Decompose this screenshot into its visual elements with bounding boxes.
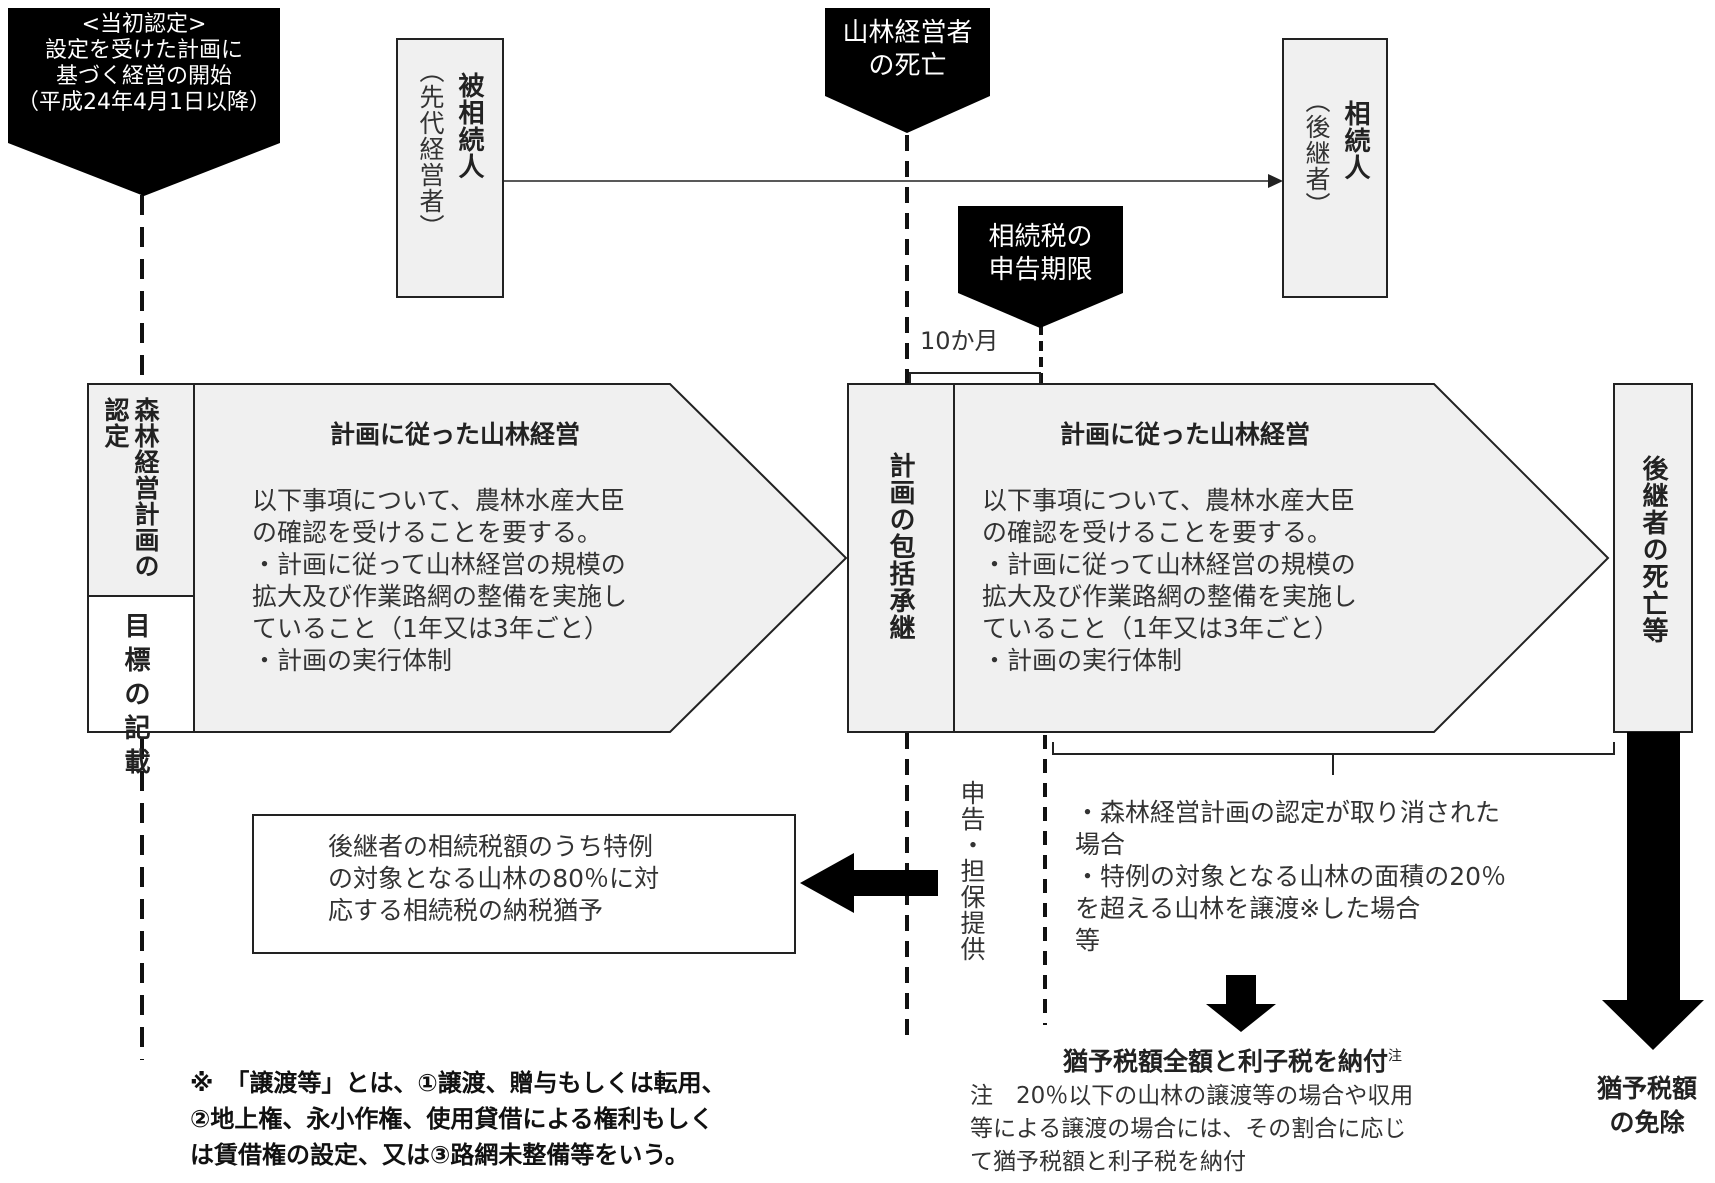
heir-label: 相続人 xyxy=(1340,100,1370,181)
decedent-box xyxy=(396,38,504,298)
payment-arrow xyxy=(1206,975,1276,1032)
left-cert-text: 森林経営計画の認定 xyxy=(101,397,160,579)
succession-box xyxy=(847,383,955,733)
exemption-arrow xyxy=(1602,732,1704,1050)
period-label: 10か月 xyxy=(920,327,999,355)
left-goal-box xyxy=(87,595,195,733)
decedent-sub-label: （先代経営者） xyxy=(416,58,445,240)
left-plan-body: 以下事項について、農林水産大臣 の確認を受けることを要する。 ・計画に従って山林… xyxy=(252,486,628,675)
heir-box xyxy=(1282,38,1388,298)
deadline-marker xyxy=(958,206,1123,328)
payment-note-mark: 注 xyxy=(1388,1048,1403,1065)
decedent-label: 被相続人 xyxy=(454,72,484,180)
deferral-box xyxy=(252,814,796,954)
conditions-text: ・森林経営計画の認定が取り消された 場合 ・特例の対象となる山林の面積の20％ … xyxy=(1075,798,1507,955)
heir-death-label: 後継者の死亡等 xyxy=(1638,455,1668,644)
left-goal-label: 目標の記載 xyxy=(124,612,152,778)
succession-label: 計画の包括承継 xyxy=(885,452,915,641)
heir-death-box xyxy=(1613,383,1693,733)
payment-label-text: 猶予税額全額と利子税を納付 xyxy=(1063,1047,1389,1076)
heir-sub-label: （後継者） xyxy=(1302,88,1331,218)
deferral-arrow xyxy=(800,853,938,913)
exemption-label: 猶予税額 の免除 xyxy=(1596,1074,1697,1137)
deadline-label: 相続税の 申告期限 xyxy=(988,222,1093,285)
payment-label: 猶予税額全額と利子税を納付注 xyxy=(1063,1042,1402,1078)
death-marker xyxy=(825,8,990,133)
left-cert-label: 森林経営計画の認定 xyxy=(100,397,160,593)
footnote: ※ 「譲渡等」とは、①譲渡、贈与もしくは転用、 ②地上権、永小作権、使用貸借によ… xyxy=(190,1069,726,1169)
filing-label: 申告・担保提供 xyxy=(957,780,986,962)
left-plan-title: 計画に従った山林経営 xyxy=(330,420,581,449)
conditions-brace xyxy=(1052,742,1615,775)
initial-cert-label: <当初認定> 設定を受けた計画に 基づく経営の開始 （平成24年4月1日以降） xyxy=(17,12,271,115)
right-plan-title: 計画に従った山林経営 xyxy=(1060,420,1311,449)
right-plan-body: 以下事項について、農林水産大臣 の確認を受けることを要する。 ・計画に従って山林… xyxy=(982,486,1358,675)
period-bracket xyxy=(909,372,1041,384)
death-label: 山林経営者 の死亡 xyxy=(842,18,973,81)
initial-cert-marker xyxy=(8,8,280,196)
succession-arrowhead xyxy=(1268,174,1283,188)
deferral-text: 後継者の相続税額のうち特例 の対象となる山林の80％に対 応する相続税の納税猶予 xyxy=(328,832,660,925)
payment-note: 注 20％以下の山林の譲渡等の場合や収用 等による譲渡の場合には、その割合に応じ… xyxy=(970,1083,1414,1175)
right-plan-arrow xyxy=(953,383,1610,733)
left-plan-arrow xyxy=(193,383,848,733)
